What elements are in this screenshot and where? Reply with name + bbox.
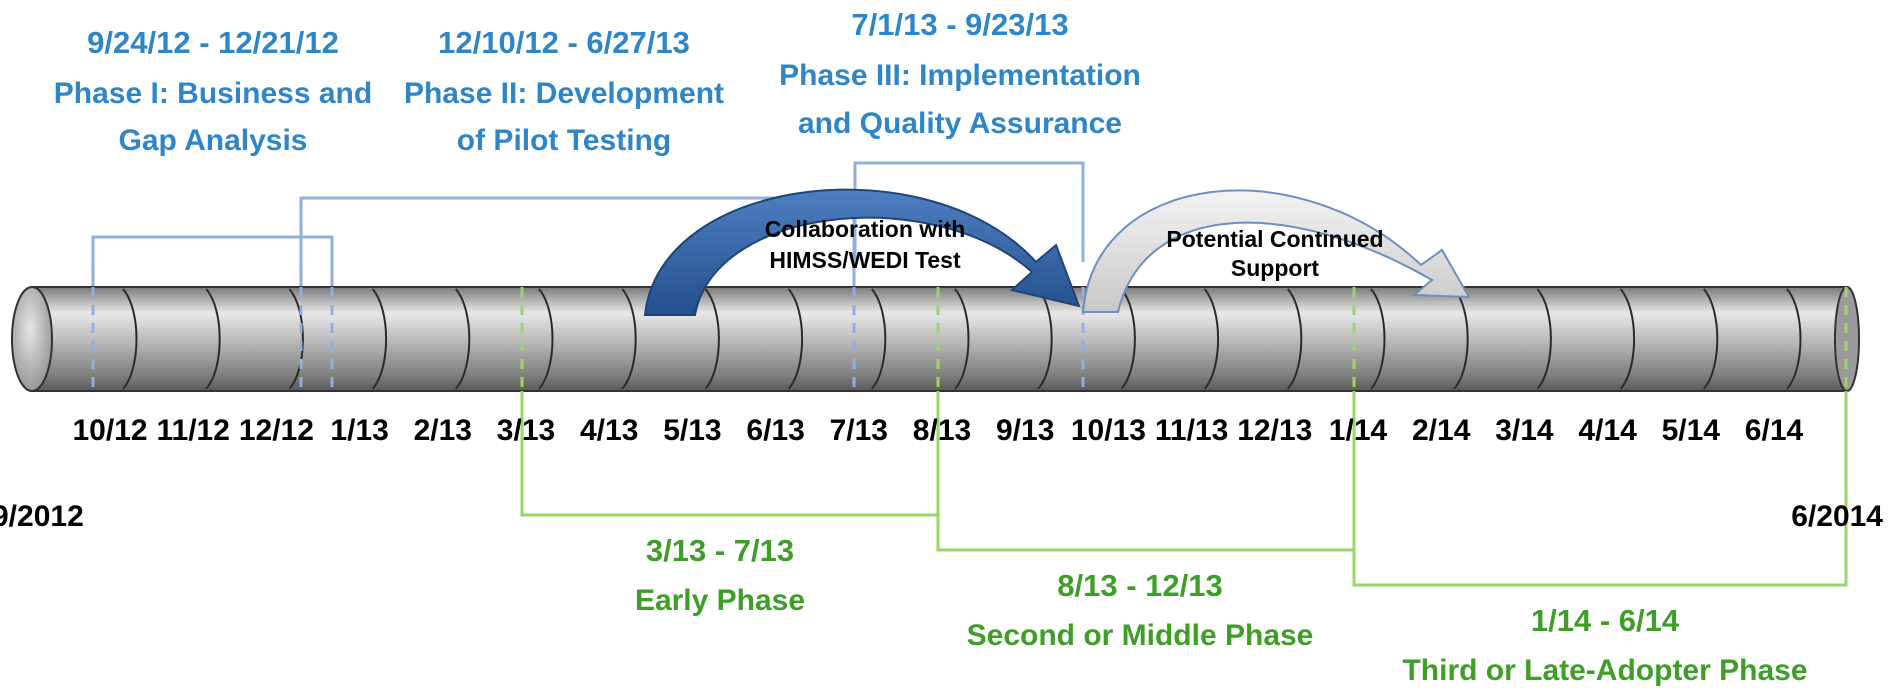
- month-label: 11/12: [156, 414, 229, 447]
- tube-segment-line: [371, 288, 387, 390]
- late-phase-text: 1/14 - 6/14 Third or Late-Adopter Phase: [1402, 603, 1807, 687]
- month-label: 5/14: [1662, 414, 1721, 447]
- month-label: 10/12: [72, 414, 147, 447]
- middle-phase-text: 8/13 - 12/13 Second or Middle Phase: [967, 568, 1314, 652]
- tube-segment-line: [871, 288, 887, 390]
- month-label: 3/13: [497, 414, 555, 447]
- support-arrow-shape: [1081, 189, 1471, 313]
- late-phase-bracket: [1352, 391, 1848, 587]
- tube-segment-line: [954, 288, 970, 390]
- middle-phase-bracket: [936, 391, 1356, 552]
- month-label: 3/14: [1495, 414, 1554, 447]
- phase-1-dates: 9/24/12 - 12/21/12: [87, 25, 339, 60]
- phase-3-dates: 7/1/13 - 9/23/13: [851, 7, 1068, 42]
- month-label: 12/13: [1237, 414, 1312, 447]
- month-label: 2/13: [414, 414, 472, 447]
- support-label-line2: Support: [1231, 255, 1319, 281]
- month-label: 4/14: [1578, 414, 1637, 447]
- phase-1-title-line1: Phase I: Business and: [54, 77, 372, 110]
- collaboration-label: Collaboration with HIMSS/WEDI Test: [765, 216, 966, 273]
- month-label: 2/14: [1412, 414, 1471, 447]
- phase-2-title-line2: of Pilot Testing: [457, 124, 671, 157]
- tube-segment-line: [538, 288, 554, 390]
- phase-3-title-line1: Phase III: Implementation: [779, 59, 1141, 92]
- collaboration-label-line1: Collaboration with: [765, 216, 966, 242]
- phase-2-text: 12/10/12 - 6/27/13 Phase II: Development…: [404, 25, 724, 157]
- tube-segment-line: [122, 288, 138, 390]
- month-label: 7/13: [830, 414, 888, 447]
- phase-2-title-line1: Phase II: Development: [404, 77, 724, 110]
- tube-segment-line: [205, 288, 221, 390]
- timeline-tube: [11, 286, 1860, 392]
- phase-3-title-line2: and Quality Assurance: [798, 107, 1122, 140]
- support-label: Potential Continued Support: [1166, 226, 1383, 281]
- tube-segment-line: [1786, 288, 1802, 390]
- tube-segment-line: [1619, 288, 1635, 390]
- tube-segment-line: [704, 288, 720, 390]
- month-label: 1/14: [1329, 414, 1388, 447]
- early-phase-bracket: [520, 391, 940, 517]
- month-label: 6/13: [746, 414, 804, 447]
- month-label: 12/12: [239, 414, 314, 447]
- phase-2-dates: 12/10/12 - 6/27/13: [438, 25, 690, 60]
- collaboration-arrow: [643, 188, 1081, 316]
- bottom-brackets: [520, 391, 1848, 587]
- tube-segment-line: [1120, 288, 1136, 390]
- end-date-label: 6/2014: [1791, 500, 1883, 533]
- tube-segment-line: [621, 288, 637, 390]
- tube-segment-line: [288, 288, 304, 390]
- tube-segment-line: [1203, 288, 1219, 390]
- support-label-line1: Potential Continued: [1166, 226, 1383, 252]
- collaboration-arrow-shape: [643, 188, 1081, 316]
- phase-1-title-line2: Gap Analysis: [119, 124, 308, 157]
- month-label: 6/14: [1745, 414, 1804, 447]
- phase-3-text: 7/1/13 - 9/23/13 Phase III: Implementati…: [779, 7, 1141, 140]
- tube-segment-line: [1536, 288, 1552, 390]
- month-label: 1/13: [330, 414, 388, 447]
- phase-1-text: 9/24/12 - 12/21/12 Phase I: Business and…: [54, 25, 372, 157]
- middle-phase-name: Second or Middle Phase: [967, 619, 1314, 652]
- start-date-label: 9/2012: [0, 500, 84, 533]
- tube-segment-line: [455, 288, 471, 390]
- month-label: 4/13: [580, 414, 638, 447]
- support-arrow: [1081, 189, 1471, 313]
- month-label: 11/13: [1155, 414, 1228, 447]
- early-phase-text: 3/13 - 7/13 Early Phase: [635, 533, 805, 617]
- early-phase-dates: 3/13 - 7/13: [646, 533, 794, 568]
- month-label: 5/13: [663, 414, 721, 447]
- tube-segment-line: [1287, 288, 1303, 390]
- collaboration-label-line2: HIMSS/WEDI Test: [769, 247, 961, 273]
- month-labels: 10/12 11/12 12/12 1/13 2/13 3/13 4/13 5/13 6/13 7…: [72, 414, 1803, 447]
- late-phase-name: Third or Late-Adopter Phase: [1402, 654, 1807, 687]
- month-label: 10/13: [1071, 414, 1146, 447]
- month-label: 9/13: [996, 414, 1054, 447]
- late-phase-dates: 1/14 - 6/14: [1531, 603, 1680, 638]
- early-phase-name: Early Phase: [635, 584, 805, 617]
- tube-segment-line: [1370, 288, 1386, 390]
- tube-segment-line: [1703, 288, 1719, 390]
- month-label: 8/13: [913, 414, 971, 447]
- tube-segment-line: [787, 288, 803, 390]
- middle-phase-dates: 8/13 - 12/13: [1057, 568, 1222, 603]
